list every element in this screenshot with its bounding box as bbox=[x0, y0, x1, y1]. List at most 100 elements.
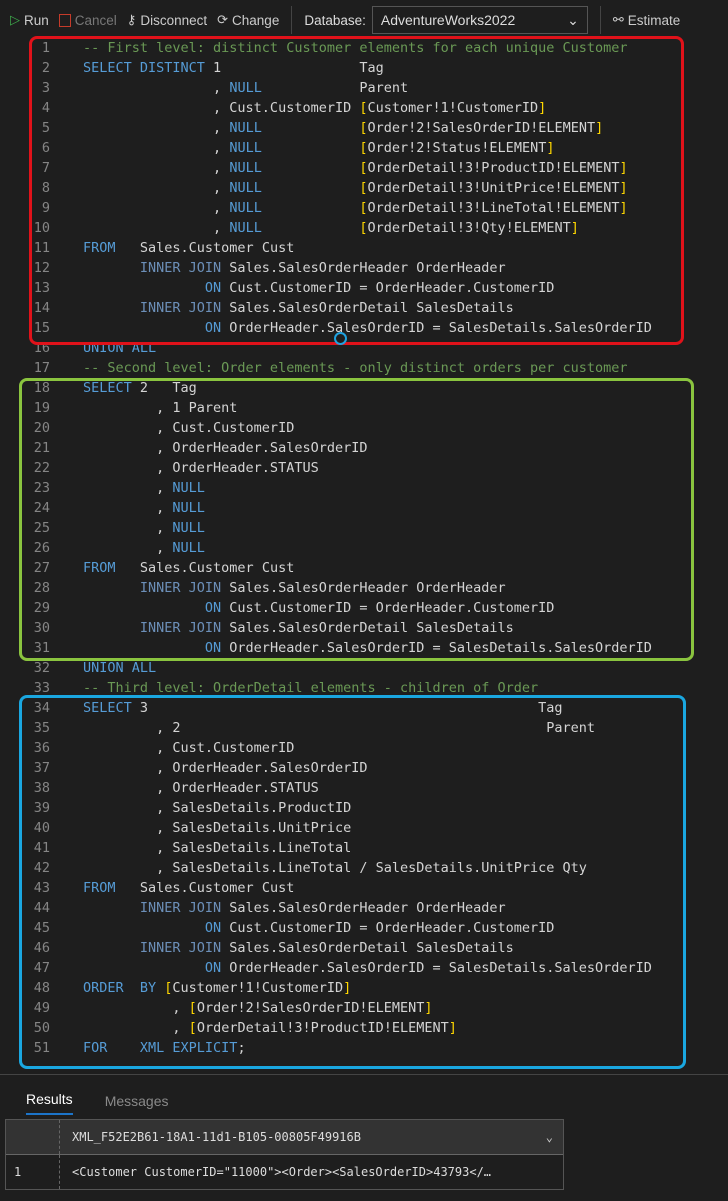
code-token: Sales.SalesOrderDetail SalesDetails bbox=[221, 620, 514, 636]
line-number: 28 bbox=[33, 580, 50, 596]
chevron-down-icon: ⌄ bbox=[567, 11, 579, 28]
code-token: NULL bbox=[229, 140, 262, 156]
line-number: 45 bbox=[33, 920, 50, 936]
code-token: ] bbox=[619, 160, 628, 176]
change-connection-button[interactable]: ⟳Change bbox=[217, 12, 279, 28]
database-select[interactable]: AdventureWorks2022 ⌄ bbox=[371, 6, 588, 34]
code-text: , NULL bbox=[83, 518, 205, 538]
code-token: , OrderHeader.SalesOrderID bbox=[83, 760, 368, 776]
code-token: , SalesDetails.ProductID bbox=[83, 800, 352, 816]
code-text: ON Cust.CustomerID = OrderHeader.Custome… bbox=[83, 918, 555, 938]
tab-results[interactable]: Results bbox=[26, 1091, 73, 1115]
code-token: Parent bbox=[261, 80, 409, 96]
code-text: , 1 Parent bbox=[83, 398, 237, 418]
code-token: Order!2!Status!ELEMENT bbox=[367, 140, 547, 156]
code-token bbox=[262, 160, 360, 176]
line-number: 13 bbox=[33, 280, 50, 296]
code-line: 14 INNER JOIN Sales.SalesOrderDetail Sal… bbox=[0, 298, 728, 318]
line-number: 17 bbox=[33, 360, 50, 376]
code-text: , OrderHeader.SalesOrderID bbox=[83, 758, 367, 778]
code-line: 50 , [OrderDetail!3!ProductID!ELEMENT] bbox=[0, 1018, 728, 1038]
code-token: NULL bbox=[172, 520, 205, 536]
code-token: Sales.Customer Cust bbox=[115, 240, 295, 256]
tab-messages[interactable]: Messages bbox=[104, 1093, 169, 1109]
cancel-button[interactable]: Cancel bbox=[58, 13, 117, 28]
code-text: , NULL Parent bbox=[83, 78, 408, 98]
code-line: 23 , NULL bbox=[0, 478, 728, 498]
code-token: , Cust.CustomerID bbox=[83, 740, 295, 756]
code-text: , NULL [OrderDetail!3!LineTotal!ELEMENT] bbox=[83, 198, 628, 218]
code-line: 9 , NULL [OrderDetail!3!LineTotal!ELEMEN… bbox=[0, 198, 728, 218]
code-token: OrderDetail!3!ProductID!ELEMENT bbox=[196, 1020, 449, 1036]
code-line: 45 ON Cust.CustomerID = OrderHeader.Cust… bbox=[0, 918, 728, 938]
line-number: 50 bbox=[33, 1020, 50, 1036]
code-text: , NULL [Order!2!Status!ELEMENT] bbox=[83, 138, 554, 158]
code-line: 40 , SalesDetails.UnitPrice bbox=[0, 818, 728, 838]
column-header[interactable]: XML_F52E2B61-18A1-11d1-B105-00805F49916B bbox=[72, 1130, 361, 1144]
code-text: , Cust.CustomerID bbox=[83, 418, 294, 438]
disconnect-button[interactable]: ⚷Disconnect bbox=[127, 12, 207, 28]
code-token: NULL bbox=[229, 120, 262, 136]
code-text: INNER JOIN Sales.SalesOrderHeader OrderH… bbox=[83, 578, 506, 598]
code-text: , [Order!2!SalesOrderID!ELEMENT] bbox=[83, 998, 432, 1018]
line-number: 14 bbox=[33, 300, 50, 316]
code-editor[interactable]: 1-- First level: distinct Customer eleme… bbox=[0, 40, 728, 1074]
estimated-plan-button[interactable]: ⚯Estimate bbox=[613, 12, 680, 28]
code-token: ON bbox=[83, 600, 222, 616]
code-token: NULL bbox=[172, 480, 205, 496]
toolbar-divider bbox=[291, 6, 293, 34]
toolbar-divider bbox=[599, 6, 601, 34]
code-line: 29 ON Cust.CustomerID = OrderHeader.Cust… bbox=[0, 598, 728, 618]
run-button[interactable]: ▷Run bbox=[10, 12, 49, 28]
line-number: 10 bbox=[33, 220, 50, 236]
line-number: 34 bbox=[33, 700, 50, 716]
code-text: ON OrderHeader.SalesOrderID = SalesDetai… bbox=[83, 958, 652, 978]
code-text: ON Cust.CustomerID = OrderHeader.Custome… bbox=[83, 278, 555, 298]
code-line: 4 , Cust.CustomerID [Customer!1!Customer… bbox=[0, 98, 728, 118]
line-number: 43 bbox=[33, 880, 50, 896]
code-token: NULL bbox=[229, 80, 262, 96]
code-line: 10 , NULL [OrderDetail!3!Qty!ELEMENT] bbox=[0, 218, 728, 238]
line-number: 29 bbox=[33, 600, 50, 616]
resize-handle[interactable] bbox=[334, 332, 347, 345]
change-label: Change bbox=[232, 12, 280, 28]
code-token: , 1 Parent bbox=[83, 400, 238, 416]
code-token: [ bbox=[359, 100, 368, 116]
code-token: Customer!1!CustomerID bbox=[367, 100, 539, 116]
database-label: Database: bbox=[304, 12, 366, 28]
line-number: 12 bbox=[33, 260, 50, 276]
line-number: 30 bbox=[33, 620, 50, 636]
database-value: AdventureWorks2022 bbox=[380, 12, 516, 28]
code-line: 35 , 2 Parent bbox=[0, 718, 728, 738]
line-number: 35 bbox=[33, 720, 50, 736]
code-token: FROM bbox=[83, 240, 116, 256]
xml-result-link[interactable]: <Customer CustomerID="11000"><Order><Sal… bbox=[72, 1165, 492, 1179]
code-text: FOR XML EXPLICIT; bbox=[83, 1038, 246, 1058]
code-token: , bbox=[83, 160, 230, 176]
code-text: , SalesDetails.LineTotal bbox=[83, 838, 351, 858]
code-text: , SalesDetails.UnitPrice bbox=[83, 818, 351, 838]
code-line: 5 , NULL [Order!2!SalesOrderID!ELEMENT] bbox=[0, 118, 728, 138]
code-token bbox=[262, 180, 360, 196]
line-number: 15 bbox=[33, 320, 50, 336]
change-icon: ⟳ bbox=[217, 12, 229, 27]
line-number: 20 bbox=[33, 420, 50, 436]
code-text: ORDER BY [Customer!1!CustomerID] bbox=[83, 978, 351, 998]
line-number: 47 bbox=[33, 960, 50, 976]
query-toolbar: ▷Run Cancel ⚷Disconnect ⟳Change Database… bbox=[0, 0, 728, 41]
line-number: 16 bbox=[33, 340, 50, 356]
chevron-down-icon[interactable]: ⌄ bbox=[545, 1130, 553, 1144]
code-line: 15 ON OrderHeader.SalesOrderID = SalesDe… bbox=[0, 318, 728, 338]
line-number: 5 bbox=[41, 120, 50, 136]
line-number: 44 bbox=[33, 900, 50, 916]
code-token: NULL bbox=[229, 180, 262, 196]
code-token: NULL bbox=[229, 200, 262, 216]
code-token: , bbox=[83, 120, 230, 136]
code-token bbox=[262, 140, 360, 156]
code-token: -- Second level: Order elements - only d… bbox=[83, 360, 628, 376]
line-number: 19 bbox=[33, 400, 50, 416]
